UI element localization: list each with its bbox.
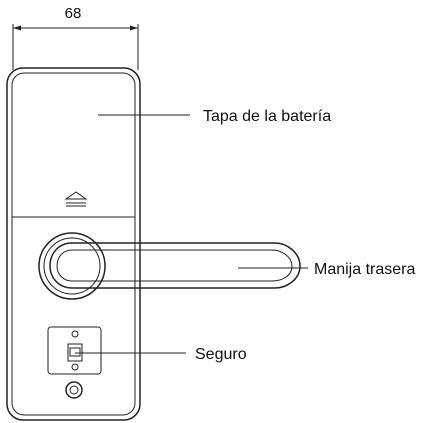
callout-leaders	[75, 114, 308, 354]
privacy-lock	[47, 326, 102, 375]
label-battery-cover: Tapa de la batería	[203, 108, 331, 125]
label-lock: Seguro	[195, 346, 247, 363]
label-rear-handle: Manija trasera	[314, 261, 415, 278]
width-dimension-value: 68	[65, 5, 82, 22]
eject-icon	[64, 191, 88, 207]
handle-rosette	[38, 232, 106, 300]
lock-plate	[6, 67, 141, 421]
width-dimension	[12, 24, 139, 70]
key-cylinder	[65, 381, 83, 399]
rear-handle-lever	[49, 242, 301, 289]
